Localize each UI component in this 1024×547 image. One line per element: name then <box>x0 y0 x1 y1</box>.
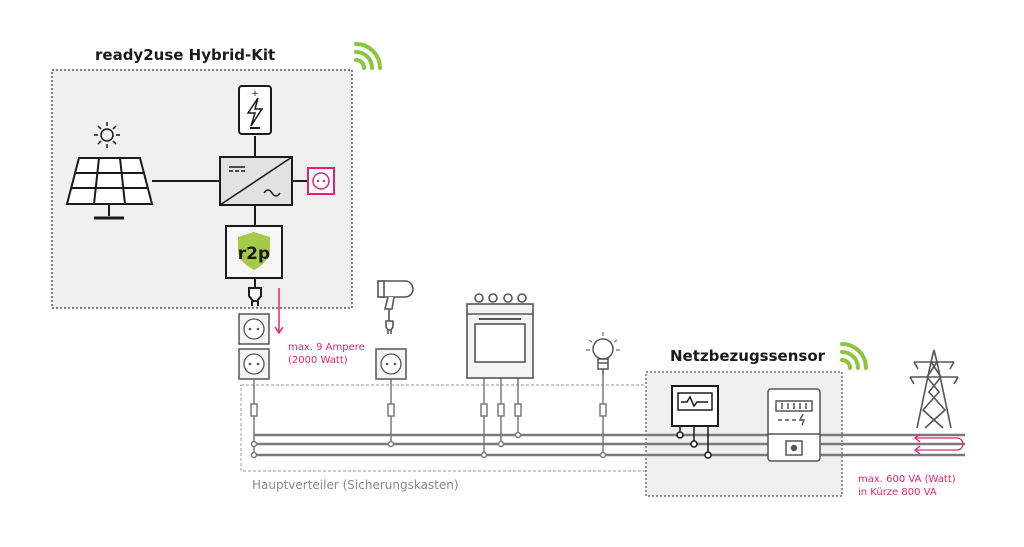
stove-icon <box>466 293 534 379</box>
r2p-logo-text: r2p <box>238 244 270 264</box>
sun-icon <box>94 122 120 148</box>
grid-limit-note: max. 600 VA (Watt) in Kürze 800 VA <box>858 473 956 499</box>
outlet-icon <box>307 167 335 195</box>
electricity-meter-icon <box>767 388 821 462</box>
sensor-icon <box>671 385 719 459</box>
r2p-controller-icon: r2p <box>225 225 283 279</box>
solar-panel-icon <box>65 157 154 220</box>
sensor-title: Netzbezugssensor <box>670 347 826 365</box>
hybrid-kit-title: ready2use Hybrid-Kit <box>95 46 276 64</box>
distribution-label: Hauptverteiler (Sicherungskasten) <box>252 478 459 492</box>
bus-lines <box>254 433 965 457</box>
circuit-drops <box>250 375 607 459</box>
hair-dryer-icon <box>377 280 414 334</box>
light-bulb-icon <box>586 332 620 375</box>
kit-wiring <box>152 136 308 226</box>
grid-limit-line-1: max. 600 VA (Watt) <box>858 474 956 485</box>
plug-limit-line-2: (2000 Watt) <box>288 355 348 366</box>
power-pylon-icon <box>909 349 959 429</box>
inverter-icon <box>219 156 293 206</box>
svg-text:+: + <box>251 89 259 99</box>
grid-flow-arrows <box>913 433 964 455</box>
wifi-icon <box>354 42 382 70</box>
outlet-icon <box>375 348 407 380</box>
limit-arrow <box>274 288 284 335</box>
plug-limit-line-1: max. 9 Ampere <box>288 342 365 353</box>
outlet-icon <box>238 313 270 345</box>
outlet-icon <box>238 348 270 380</box>
wifi-icon <box>840 342 868 370</box>
grid-limit-line-2: in Kürze 800 VA <box>858 487 937 498</box>
plug-limit-note: max. 9 Ampere (2000 Watt) <box>288 341 365 367</box>
plug-icon <box>248 278 262 306</box>
battery-icon: + <box>238 85 272 135</box>
